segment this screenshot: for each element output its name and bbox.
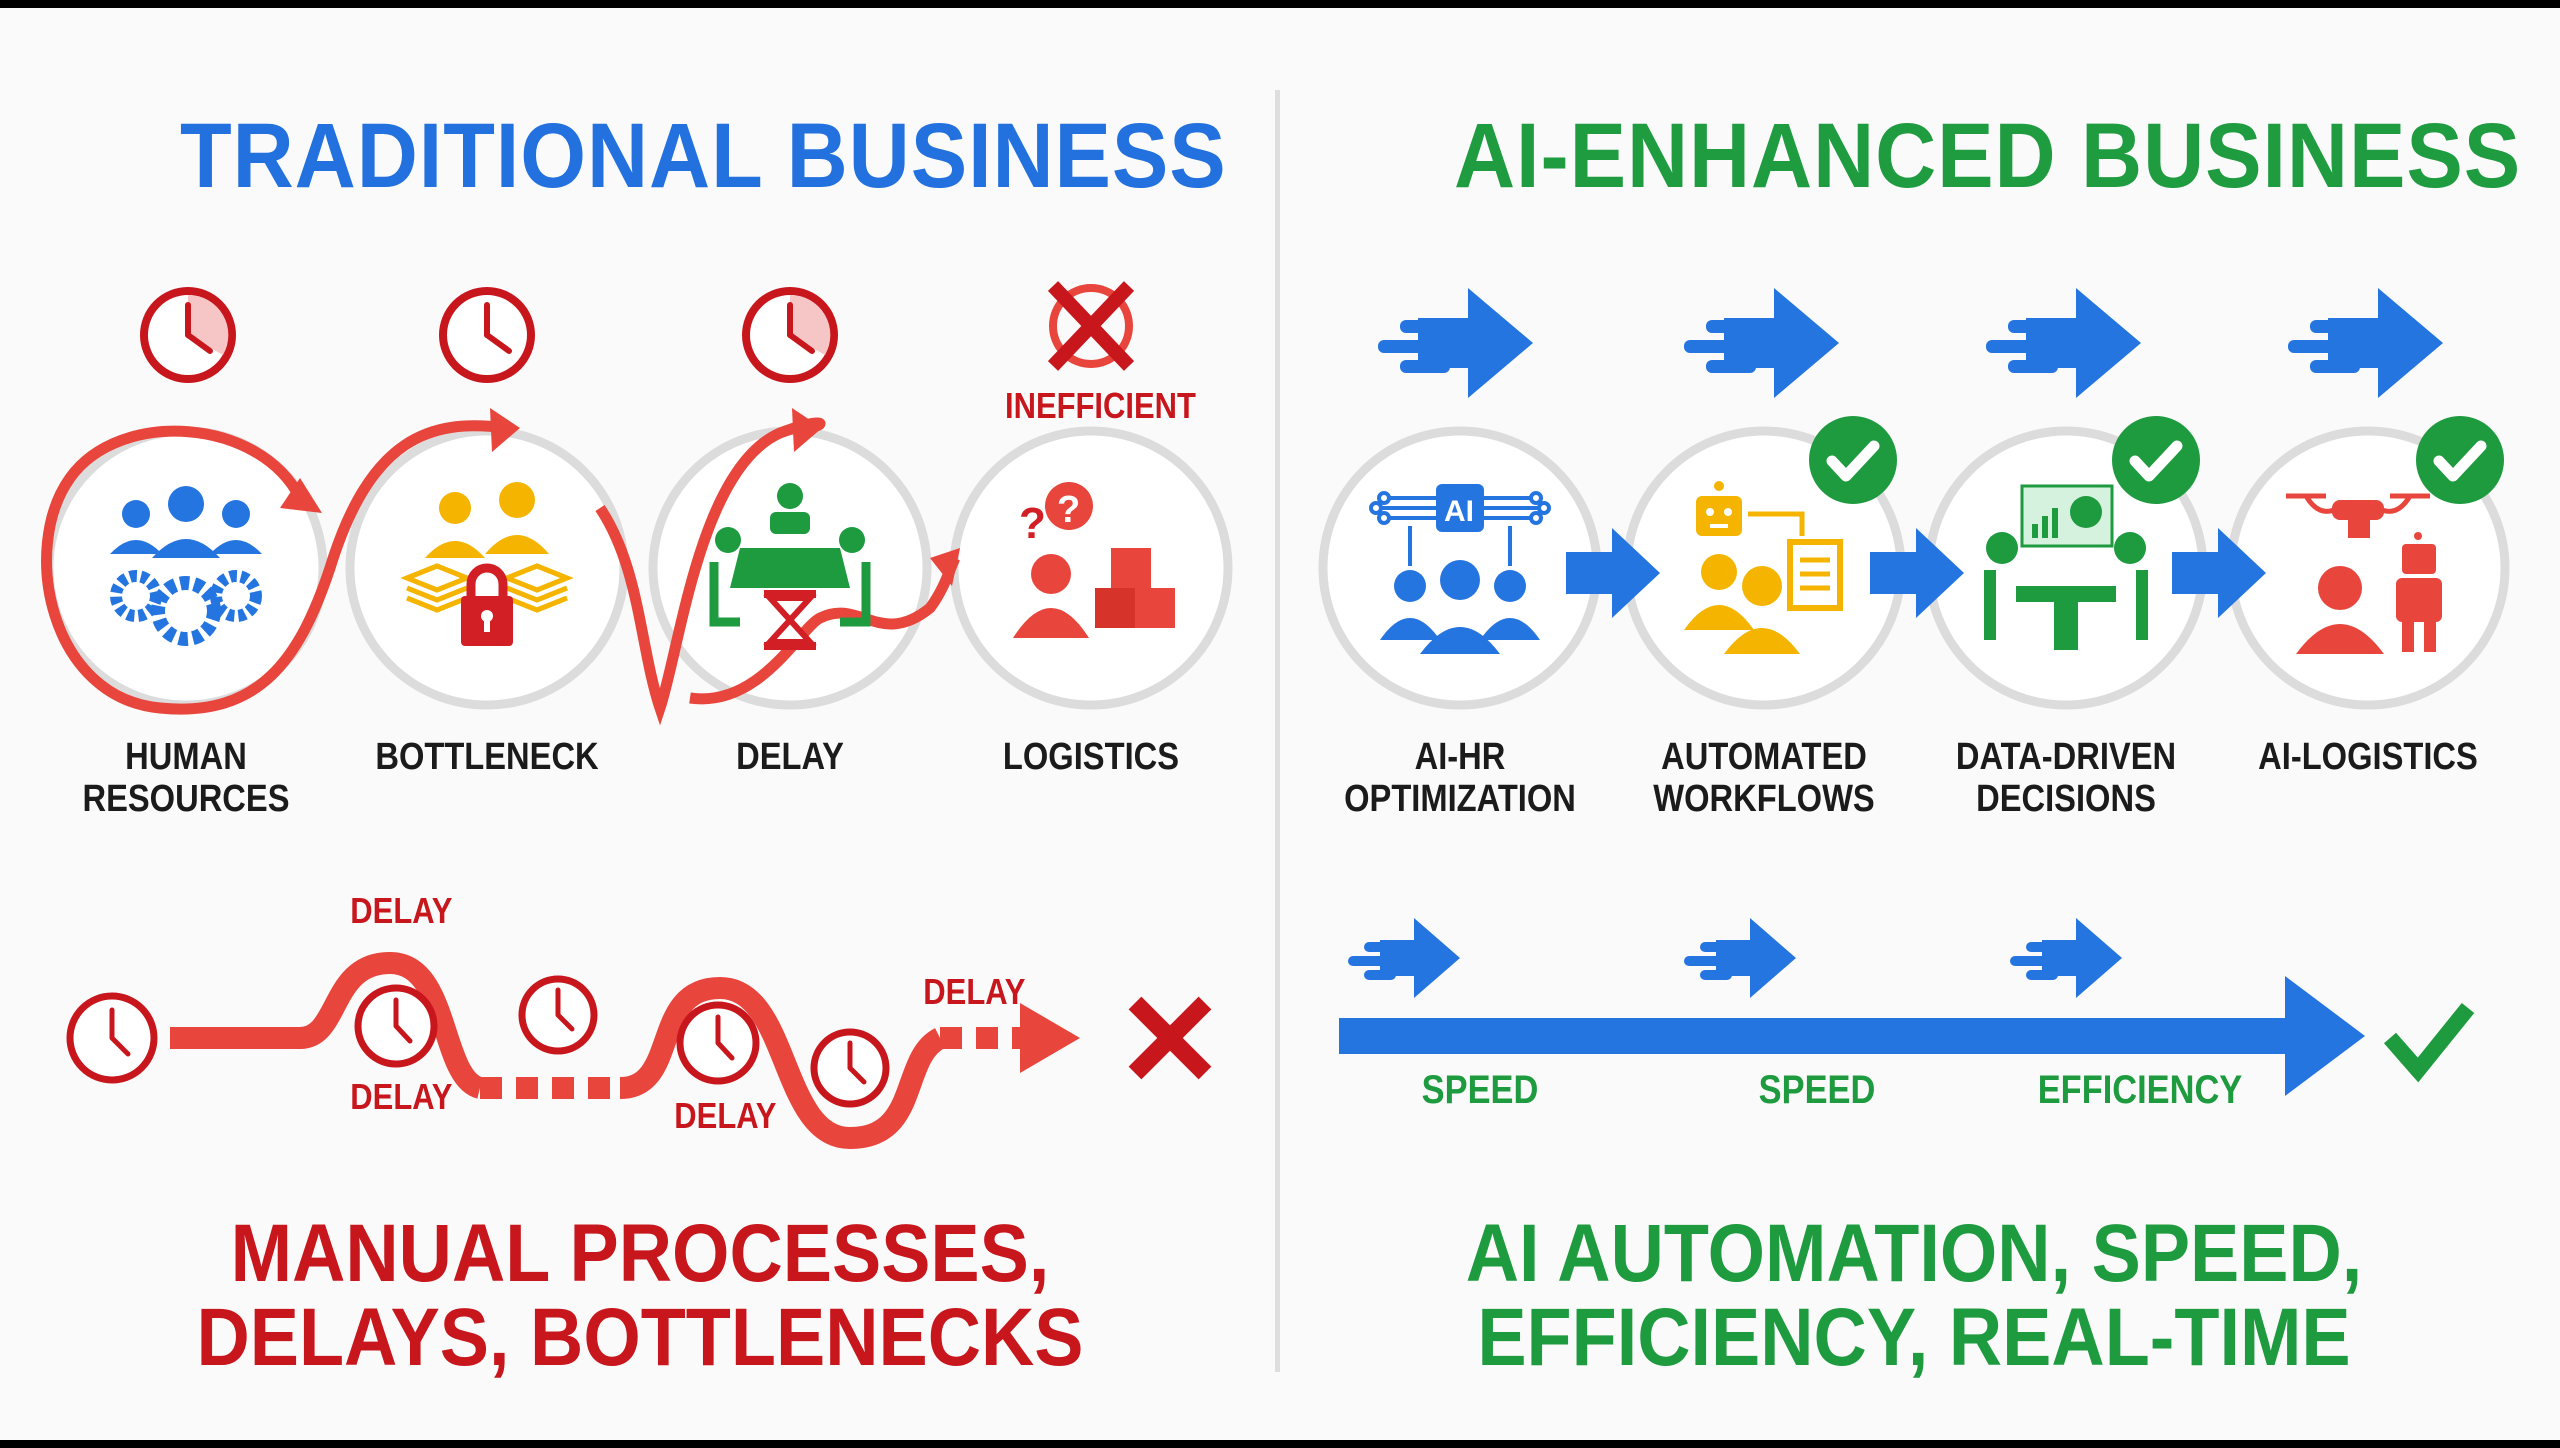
stage-label-line: BOTTLENECK xyxy=(375,736,599,778)
speed-label: SPEED xyxy=(1421,1068,1539,1112)
speed-arrow-icon xyxy=(1986,288,2141,398)
stage-label-line: RESOURCES xyxy=(82,778,290,820)
check-badge-icon xyxy=(1809,416,2504,504)
infographic-canvas: TRADITIONAL BUSINESS INEFFICIENT xyxy=(0,8,2560,1440)
summary-line: AI AUTOMATION, SPEED, xyxy=(1465,1208,2363,1299)
speed-arrow-icon xyxy=(1378,288,1533,398)
inefficient-label: INEFFICIENT xyxy=(1005,385,1196,426)
speed-arrow-icon xyxy=(1684,288,1839,398)
stage-label-human-resources: HUMAN RESOURCES xyxy=(48,736,323,820)
stage-label-line: LOGISTICS xyxy=(1002,736,1180,778)
delay-timeline xyxy=(66,951,1212,1150)
svg-text:?: ? xyxy=(1019,499,1046,548)
traditional-summary: MANUAL PROCESSES, DELAYS, BOTTLENECKS xyxy=(190,1212,1090,1380)
stage-label-logistics: LOGISTICS xyxy=(953,736,1228,778)
stage-label-line: DATA-DRIVEN xyxy=(1955,736,2177,778)
stage-label-ai-logistics: AI-LOGISTICS xyxy=(2230,736,2505,778)
delay-label: DELAY xyxy=(350,890,453,931)
stage-label-automated-workflows: AUTOMATED WORKFLOWS xyxy=(1626,736,1901,820)
summary-line: EFFICIENCY, REAL-TIME xyxy=(1477,1292,2351,1383)
meeting-hourglass-icon xyxy=(709,483,871,650)
speed-timeline xyxy=(1339,918,2475,1096)
summary-line: DELAYS, BOTTLENECKS xyxy=(196,1292,1084,1383)
delay-label: DELAY xyxy=(923,971,1026,1012)
ai-enhanced-title: AI-ENHANCED BUSINESS xyxy=(1454,105,2522,207)
stage-label-line: AUTOMATED xyxy=(1661,736,1867,778)
analytics-meeting-icon xyxy=(1984,484,2148,650)
ai-summary: AI AUTOMATION, SPEED, EFFICIENCY, REAL-T… xyxy=(1464,1212,2364,1380)
ai-chip-team-icon: AI xyxy=(1369,484,1551,654)
stage-label-line: OPTIMIZATION xyxy=(1344,778,1576,820)
x-mark-icon xyxy=(1128,996,1212,1080)
speed-arrow-icon xyxy=(2288,288,2443,398)
check-mark-icon xyxy=(2383,1002,2475,1083)
stage-label-line: AI-HR xyxy=(1414,736,1506,778)
stage-label-data-driven: DATA-DRIVEN DECISIONS xyxy=(1928,736,2203,820)
team-gears-icon xyxy=(110,486,262,646)
stage-label-line: DECISIONS xyxy=(1976,778,2156,820)
confused-person-boxes-icon: ? ? xyxy=(1013,482,1175,638)
speed-label: SPEED xyxy=(1758,1068,1876,1112)
drone-robot-person-icon xyxy=(2286,493,2442,654)
stage-label-line: DELAY xyxy=(736,736,844,778)
stage-label-ai-hr: AI-HR OPTIMIZATION xyxy=(1322,736,1597,820)
crossed-clock-icon xyxy=(1047,281,1135,371)
delay-label: DELAY xyxy=(350,1076,453,1117)
stage-label-delay: DELAY xyxy=(652,736,927,778)
svg-text:AI: AI xyxy=(1444,495,1474,528)
clock-icon xyxy=(439,287,535,383)
efficiency-label: EFFICIENCY xyxy=(2037,1068,2243,1112)
delay-label: DELAY xyxy=(674,1095,777,1136)
svg-text:?: ? xyxy=(1057,489,1080,531)
stage-label-bottleneck: BOTTLENECK xyxy=(349,736,624,778)
people-paperwork-lock-icon xyxy=(400,482,574,646)
clock-icon xyxy=(742,287,838,383)
summary-line: MANUAL PROCESSES, xyxy=(230,1208,1050,1299)
clock-icon xyxy=(140,287,236,383)
small-speed-arrows xyxy=(1348,918,2122,998)
stage-label-line: AI-LOGISTICS xyxy=(2258,736,2478,778)
stage-label-line: WORKFLOWS xyxy=(1653,778,1875,820)
stage-label-line: HUMAN xyxy=(125,736,247,778)
panel-divider xyxy=(1275,90,1280,1372)
traditional-title: TRADITIONAL BUSINESS xyxy=(180,105,1227,207)
robot-document-people-icon xyxy=(1684,481,1843,654)
